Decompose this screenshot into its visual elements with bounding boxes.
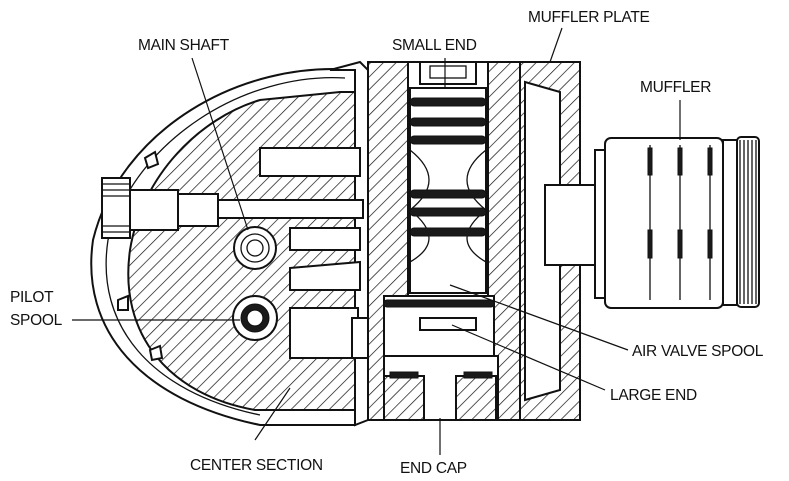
muffler: [594, 136, 760, 309]
label-large-end: LARGE END: [610, 387, 697, 404]
center-section-housing: [90, 60, 375, 427]
label-air-valve-spool: AIR VALVE SPOOL: [632, 343, 764, 360]
leader-muffler-plate: [549, 27, 563, 63]
leader-lines: [72, 27, 681, 455]
large-end-piston: [383, 295, 495, 357]
leader-center-section: [254, 387, 291, 441]
main-shaft-bore: [233, 226, 277, 270]
label-spool: SPOOL: [10, 312, 63, 329]
label-end-cap: END CAP: [400, 460, 467, 477]
muffler-plate: [519, 61, 596, 421]
label-center-section: CENTER SECTION: [190, 457, 323, 474]
pilot-spool-bore: [232, 295, 278, 341]
label-muffler: MUFFLER: [640, 79, 711, 96]
label-main-shaft: MAIN SHAFT: [138, 37, 230, 54]
end-cap: [383, 355, 499, 421]
label-muffler-plate: MUFFLER PLATE: [528, 9, 650, 26]
air-valve-spool: [409, 87, 487, 294]
label-pilot: PILOT: [10, 289, 54, 306]
valve-body: [367, 61, 521, 421]
leader-large-end: [451, 324, 606, 391]
leader-air-valve-spool: [449, 284, 629, 351]
leader-main-shaft: [191, 57, 249, 231]
label-small-end: SMALL END: [392, 37, 477, 54]
